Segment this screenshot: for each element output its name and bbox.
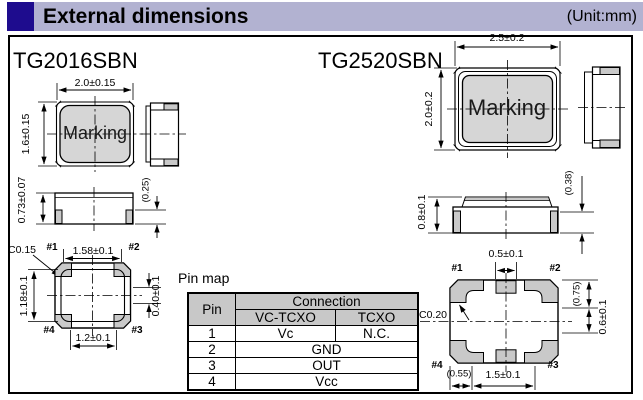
shared-connection-cell: Vcc: [235, 373, 419, 391]
tg2520-center-pad-dim-label: 0.5±0.1: [488, 247, 524, 260]
pin-column-header: Pin: [187, 292, 236, 326]
tg2016-width-dim-label: 2.0±0.15: [74, 76, 116, 89]
shared-connection-cell: OUT: [235, 357, 419, 374]
tg2520-pin1-label: #1: [451, 263, 463, 274]
tg2520-front-view: [428, 176, 594, 254]
tg2016-lid-dim-label: (0.25): [140, 177, 152, 203]
tg2016-front-view: [36, 187, 166, 238]
pin-number-cell: 3: [187, 357, 236, 374]
pin-map-row: 2 GND: [187, 341, 419, 358]
tg2520-pin2-label: #2: [549, 263, 561, 274]
tg2520-pin4-label: #4: [431, 360, 443, 371]
tg2016-height-dim-label: 1.6±0.15: [19, 113, 32, 155]
tg2016-pad-span-x-label: 1.58±0.1: [72, 244, 114, 257]
tg2520-corner-pad-x-label: (0.55): [446, 368, 472, 380]
unit-note: (Unit:mm): [566, 7, 637, 25]
tg2016-pad-span-y-label: 1.18±0.1: [17, 275, 30, 317]
tg2016-pin3-label: #3: [131, 325, 143, 336]
tg2016-top-side-view: [141, 102, 186, 167]
tcxo-cell: N.C.: [335, 325, 419, 342]
pin-map-row: 3 OUT: [187, 357, 419, 374]
tg2016-top-view: [38, 83, 143, 172]
tg2520-top-side-view: [578, 66, 627, 149]
drawing-frame: [8, 35, 633, 394]
tg2016-pad-width-label: 1.2±0.1: [75, 331, 111, 344]
tg2520-marking-label: Marking: [467, 95, 547, 120]
vc-tcxo-column-header: VC-TCXO: [235, 309, 336, 326]
pin-map-row: 4 Vcc: [187, 373, 419, 391]
tg2016-pin2-label: #2: [128, 242, 140, 253]
pin-map-title: Pin map: [178, 270, 230, 286]
tg2016-chamfer-label: C0.15: [7, 243, 37, 256]
pin-number-cell: 4: [187, 373, 236, 391]
tg2520-pad-pitch-y-label: 0.6±0.1: [596, 299, 609, 335]
tg2520-thickness-dim-label: 0.8±0.1: [415, 194, 428, 230]
tg2520-part-name: TG2520SBN: [318, 48, 443, 73]
tg2016-pin4-label: #4: [43, 325, 55, 336]
tg2520-top-view: [434, 41, 568, 158]
tg2016-marking-label: Marking: [62, 123, 128, 143]
tg2520-chamfer-label: C0.20: [418, 308, 448, 321]
section-accent-square: [7, 2, 34, 31]
tg2520-pad-pitch-x-label: 1.5±0.1: [485, 368, 521, 381]
tg2016-pin1-label: #1: [46, 242, 58, 253]
shared-connection-cell: GND: [235, 341, 419, 358]
tg2520-corner-pad-y-label: (0.75): [571, 281, 583, 307]
pin-number-cell: 1: [187, 325, 236, 342]
tg2016-bottom-view: [28, 249, 161, 350]
pin-number-cell: 2: [187, 341, 236, 358]
pin-map-table: Pin Connection VC-TCXO TCXO 1 Vc N.C. 2 …: [187, 292, 419, 391]
tg2016-pad-height-label: 0.40±0.1: [149, 275, 162, 317]
tg2016-thickness-dim-label: 0.73±0.07: [15, 176, 28, 224]
pin-map-row: 1 Vc N.C.: [187, 325, 419, 342]
tg2520-bottom-view: [420, 262, 598, 390]
tg2520-width-dim-label: 2.5±0.2: [489, 31, 525, 44]
connection-column-header: Connection: [235, 292, 419, 310]
tg2016-part-name: TG2016SBN: [13, 48, 138, 73]
section-title: External dimensions: [43, 4, 249, 28]
tcxo-column-header: TCXO: [335, 309, 419, 326]
tg2520-height-dim-label: 2.0±0.2: [422, 91, 435, 127]
tg2520-pin3-label: #3: [547, 360, 559, 371]
section-header: External dimensions (Unit:mm): [7, 2, 643, 31]
vc-tcxo-cell: Vc: [235, 325, 336, 342]
tg2520-lid-dim-label: (0.38): [563, 170, 575, 196]
